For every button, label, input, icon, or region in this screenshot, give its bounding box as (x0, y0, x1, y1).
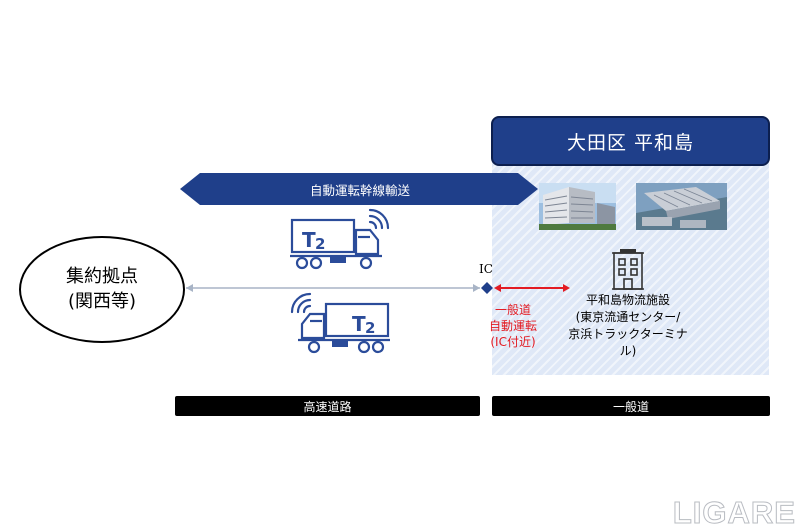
ligare-watermark: LIGARE (672, 495, 796, 531)
trunk-arrow (180, 173, 538, 205)
facility-line3: 京浜トラックターミナル) (568, 327, 688, 359)
autonomous-truck-icon-lower: T 2 (290, 292, 390, 354)
ic-marker (481, 282, 493, 294)
svg-text:2: 2 (315, 235, 325, 253)
heiwajima-zone (492, 138, 769, 375)
svg-text:2: 2 (365, 319, 375, 337)
local-road-line3: (IC付近) (490, 334, 536, 349)
office-building-photo (539, 183, 616, 230)
hub-line1: 集約拠点 (66, 266, 138, 288)
facility-line2: (東京流通センター/ (575, 310, 681, 325)
zone-title: 大田区 平和島 (491, 116, 770, 166)
local-road-line1: 一般道 (494, 303, 531, 317)
local-road-label: 一般道 自動運転 (IC付近) (476, 303, 550, 351)
ic-label: IC (479, 262, 493, 276)
aerial-facility-photo (636, 183, 727, 230)
hub-label: 集約拠点 (関西等) (19, 236, 185, 343)
local-road-arrow (494, 284, 570, 292)
expressway-bar: 高速道路 (175, 396, 480, 416)
building-icon (612, 249, 644, 290)
svg-text:T: T (352, 312, 366, 336)
autonomous-truck-icon-upper: T 2 (290, 208, 390, 270)
facility-label: 平和島物流施設 (東京流通センター/ 京浜トラックターミナル) (563, 292, 693, 360)
svg-text:T: T (302, 228, 316, 252)
hub-line2: (関西等) (67, 290, 137, 312)
trunk-label: 自動運転幹線輸送 (309, 182, 410, 198)
hub-ellipse (19, 236, 185, 343)
general-road-bar: 一般道 (492, 396, 770, 416)
expressway-line (186, 284, 480, 292)
facility-line1: 平和島物流施設 (585, 293, 670, 307)
local-road-line2: 自動運転 (488, 318, 537, 333)
